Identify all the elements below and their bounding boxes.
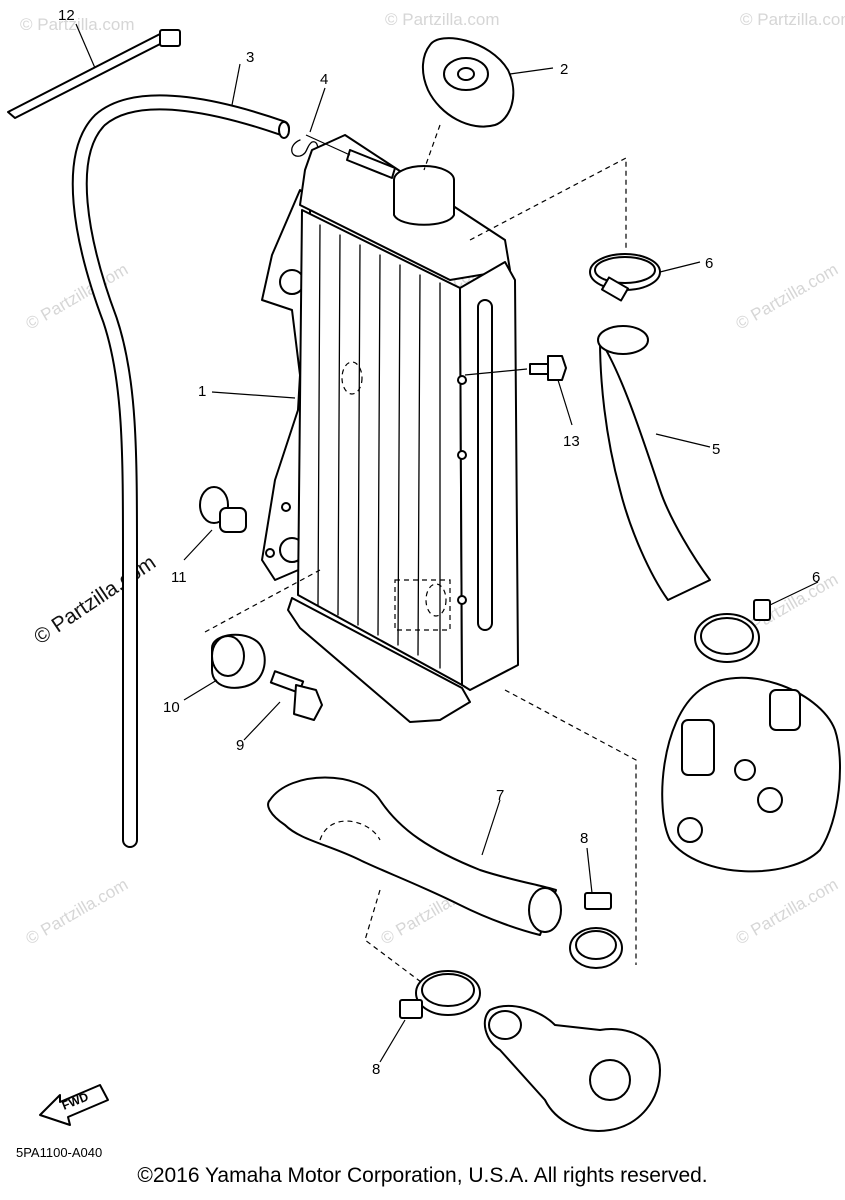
- part-12-breather-tube: [7, 29, 181, 119]
- cylinder-head-reference: [661, 676, 841, 873]
- callout-labels: 12 3 4 2 6 1 13 5 11 6 10 9 7 8 8: [58, 7, 820, 1078]
- callout-2: 2: [560, 61, 568, 78]
- callout-11: 11: [171, 569, 187, 586]
- copyright-notice: ©2016 Yamaha Motor Corporation, U.S.A. A…: [137, 1164, 708, 1187]
- callout-12: 12: [58, 7, 75, 24]
- part-10-damper: [211, 633, 266, 689]
- callout-6: 6: [812, 569, 820, 586]
- watermark: © Partzilla.com: [733, 260, 842, 334]
- part-4-clip: [291, 139, 319, 157]
- part-9-bolt: [269, 670, 323, 721]
- callout-4: 4: [320, 71, 328, 88]
- part-6-hose-clamp-lower: [694, 599, 771, 663]
- callout-8: 8: [372, 1061, 380, 1078]
- watermark-dark: © Partzilla.com: [30, 551, 160, 649]
- leader-lines: [75, 23, 819, 1063]
- callout-5: 5: [712, 441, 720, 458]
- part-8-hose-clamp-left: [399, 970, 481, 1019]
- part-2-radiator-cap: [422, 37, 515, 171]
- watermark: © Partzilla.com: [733, 875, 842, 949]
- part-7-lower-hose: [267, 776, 562, 936]
- water-pump-cover-reference: [483, 1005, 661, 1132]
- watermark: © Partzilla.com: [23, 875, 132, 949]
- watermark: © Partzilla.com: [740, 10, 845, 29]
- part-13-bolt: [529, 355, 567, 381]
- watermark: © Partzilla.com: [20, 15, 135, 34]
- callout-6: 6: [705, 255, 713, 272]
- part-11-grommet: [199, 486, 247, 533]
- callout-13: 13: [563, 433, 580, 450]
- part-6-hose-clamp-upper: [589, 253, 661, 302]
- callout-1: 1: [198, 383, 206, 400]
- part-1-radiator: [261, 134, 519, 723]
- part-8-hose-clamp-right: [569, 892, 623, 969]
- watermark: © Partzilla.com: [385, 10, 500, 29]
- part-5-upper-hose: [597, 325, 711, 601]
- callout-7: 7: [496, 787, 504, 804]
- callout-8: 8: [580, 830, 588, 847]
- guide-lines: [204, 157, 637, 986]
- callout-10: 10: [163, 699, 180, 716]
- callout-9: 9: [236, 737, 244, 754]
- diagram-code: 5PA1100-A040: [16, 1145, 103, 1160]
- callout-3: 3: [246, 49, 254, 66]
- part-3-overflow-hose: [71, 94, 290, 848]
- radiator-fins: [317, 224, 441, 669]
- fwd-arrow-icon: FWD: [39, 1084, 109, 1126]
